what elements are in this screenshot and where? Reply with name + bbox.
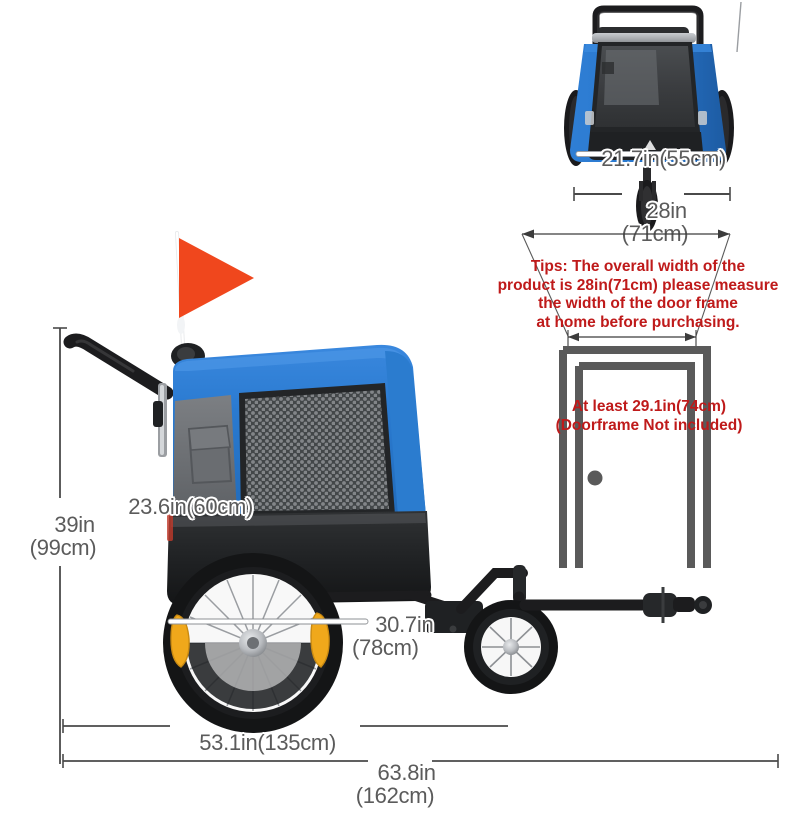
flag-pole-front [736,1,742,53]
tips-notice: Tips: The overall width of the product i… [497,258,779,331]
spoke-reflector-right [310,612,330,668]
front-wheel-hub [503,639,519,655]
body-length-dimension-line [60,719,510,733]
overall-width-dimension-line [572,186,732,202]
side-view-illustration [55,215,720,733]
doorframe-illustration [555,340,745,570]
warning-flag [179,238,254,318]
inner-width-measure-bar [575,150,725,158]
wheel-span-measure-bar-left [167,617,369,626]
doorframe-note: At least 29.1in(74cm) (Doorframe Not inc… [555,398,743,434]
spoke-reflector-left [170,614,190,668]
total-length-dimension-line [60,754,780,768]
cabin-rear-rim [385,351,427,529]
push-handle-front [592,5,704,49]
width-guide-lines [500,228,800,348]
wheel-span-label: 30.7in (78cm) [352,612,434,660]
total-length-label: 63.8in (162cm) [355,760,436,808]
pocket-flap [188,425,231,451]
height-dimension-line [52,326,68,766]
hitch-block [425,601,483,633]
front-inner-width-label: 21.7in(55cm) [601,146,727,172]
mesh-window [245,390,389,511]
rolled-cover-strip [592,33,696,43]
body-length-label: 53.1in(135cm) [199,730,336,756]
reflector-right-front [698,111,707,125]
front-fork-stem [643,160,651,182]
diagram-canvas: 21.7in(55cm) 28in (71cm) [29,1,800,807]
side-reflector [167,511,173,541]
height-label: 39in (99cm) [29,512,97,560]
door-knob [587,470,603,486]
reflector-left-front [585,111,594,125]
flag-pole-joint [177,316,185,334]
tow-bar-clamp [643,593,677,617]
cabin-length-label: 23.6in(60cm) [128,494,254,520]
push-handle [63,333,174,400]
